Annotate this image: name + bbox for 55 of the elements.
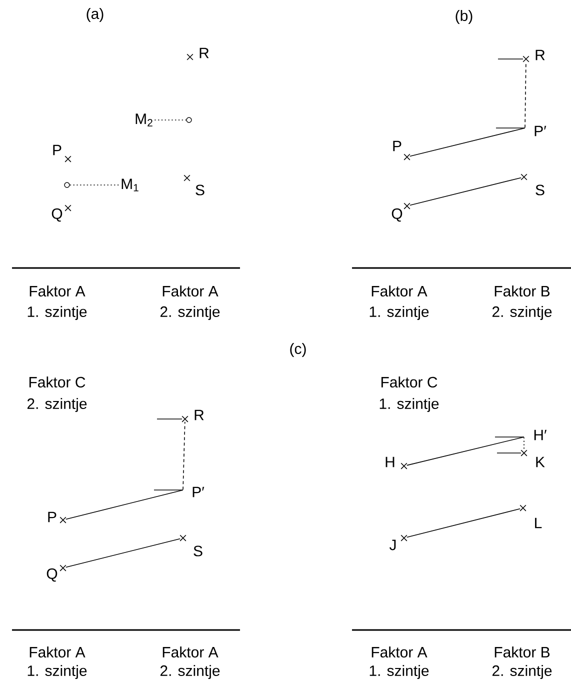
axis-label: 2. szintje	[27, 398, 87, 412]
point-label: S	[196, 184, 204, 196]
axis-label: Faktor A	[162, 286, 218, 296]
point-label: H′	[534, 430, 547, 440]
axis-label: 1. szintje	[370, 665, 429, 679]
point-label: P	[53, 144, 62, 156]
point-label: J	[390, 540, 396, 550]
axis-label: (a)	[86, 8, 104, 22]
point-label: L	[535, 518, 542, 528]
connector-line	[69, 184, 120, 186]
axis-label: Faktor A	[162, 646, 218, 658]
axis-label: 2. szintje	[160, 665, 220, 679]
point-label: P′	[534, 126, 546, 136]
axis-label: Faktor B	[494, 646, 550, 658]
axis-label: Faktor C	[381, 376, 438, 388]
connector-line	[182, 422, 186, 490]
axis-label: 1. szintje	[28, 665, 87, 679]
circle-mark	[64, 182, 70, 188]
axis-label: Faktor A	[30, 286, 86, 296]
point-label: R	[194, 410, 204, 420]
axis-label: 2. szintje	[492, 306, 552, 320]
connector-line	[410, 177, 522, 206]
connector-line	[406, 436, 524, 466]
connector-line	[66, 538, 180, 568]
point-label: M$_{2}$	[136, 114, 152, 126]
point-label: P	[393, 140, 402, 152]
axis-label: 1. szintje	[28, 306, 87, 320]
point-label: R	[200, 48, 209, 58]
axis-label: (c)	[290, 343, 306, 357]
axis-label: Faktor A	[30, 646, 86, 658]
point-label: P′	[192, 486, 204, 498]
axis-label: Faktor B	[494, 286, 550, 296]
point-label: S	[536, 184, 544, 196]
axis-label: (b)	[456, 10, 472, 24]
point-label: M$_{1}$	[122, 178, 138, 192]
point-label: Q	[392, 208, 402, 222]
axis-label: Faktor C	[29, 376, 86, 388]
point-label: S	[194, 546, 202, 556]
point-label: Q	[52, 208, 62, 222]
axis-label: 1. szintje	[380, 398, 439, 412]
axis-label: 2. szintje	[492, 665, 552, 679]
point-label: R	[536, 50, 545, 60]
connector-line	[66, 490, 184, 520]
axis-label: Faktor A	[372, 646, 428, 658]
point-label: H	[386, 456, 394, 468]
point-label: P	[48, 512, 56, 522]
axis-label: 1. szintje	[370, 306, 429, 320]
axis-label: Faktor A	[372, 286, 428, 296]
connector-line	[406, 508, 520, 538]
circle-mark	[186, 117, 192, 123]
connector-line	[524, 62, 526, 128]
axis-label: 2. szintje	[160, 306, 220, 320]
point-label: Q	[46, 568, 58, 582]
point-label: K	[536, 456, 545, 468]
connector-line	[410, 128, 526, 157]
